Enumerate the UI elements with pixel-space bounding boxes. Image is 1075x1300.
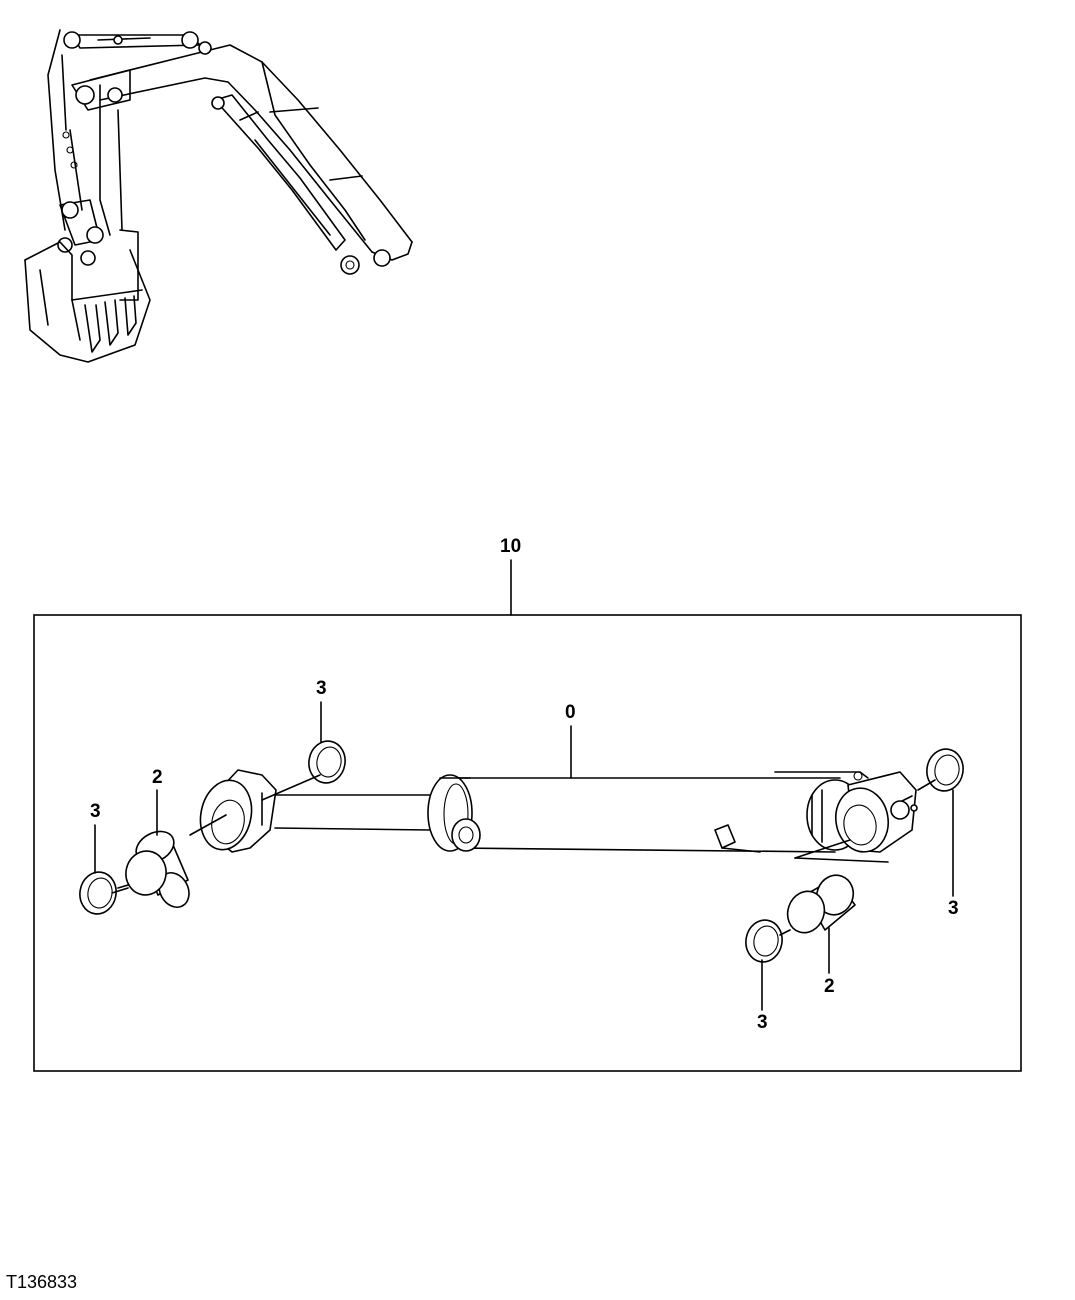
cylinder-barrel bbox=[427, 771, 869, 853]
callout-seal-right-upper: 3 bbox=[948, 898, 959, 919]
cylinder-head-end bbox=[806, 771, 918, 853]
hydraulic-cylinder-assembly bbox=[199, 769, 918, 863]
seal-right-upper bbox=[926, 748, 964, 792]
seal-right-lower bbox=[745, 919, 783, 963]
callout-assembly: 10 bbox=[500, 536, 521, 557]
bushing-right bbox=[786, 874, 856, 934]
figure-id: T136833 bbox=[6, 1272, 78, 1292]
callout-bushing-left: 2 bbox=[152, 767, 163, 788]
seal-left-outer bbox=[79, 871, 117, 915]
callout-seal-right-lower: 3 bbox=[757, 1012, 768, 1033]
callout-seal-left-upper: 3 bbox=[316, 678, 327, 699]
seal-left-upper bbox=[308, 740, 346, 784]
callout-bushing-right: 2 bbox=[824, 976, 835, 997]
bushing-left-face bbox=[125, 850, 167, 896]
callout-cylinder: 0 bbox=[565, 702, 576, 723]
rod-end-eye bbox=[199, 769, 277, 853]
callout-seal-left-outer: 3 bbox=[90, 801, 101, 822]
excavator-arm-locator-illustration bbox=[24, 29, 413, 363]
assembly-frame bbox=[33, 614, 1022, 1072]
